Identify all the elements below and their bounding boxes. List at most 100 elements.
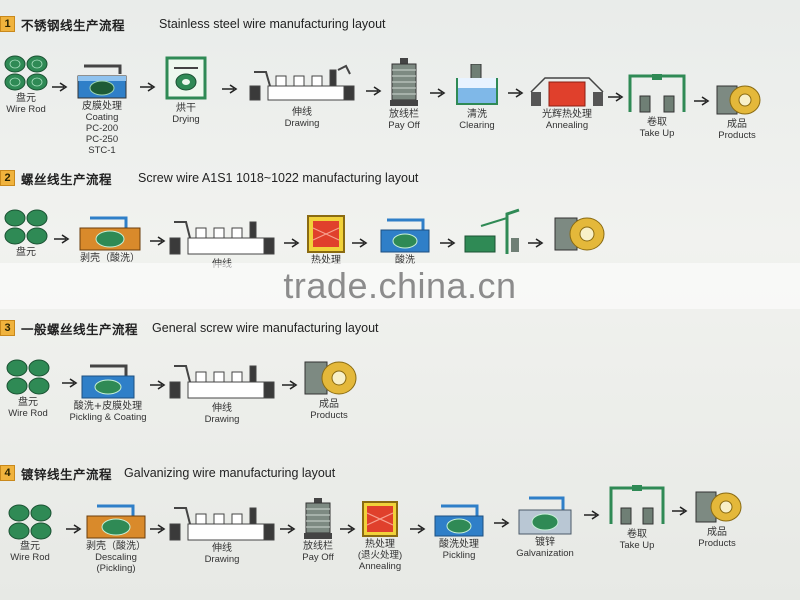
arrow-icon xyxy=(150,524,166,534)
step-take-up: 卷取 Take Up xyxy=(606,484,668,551)
product-coil-icon xyxy=(716,85,761,115)
step-products: 成品 Products xyxy=(298,358,360,421)
section-title-zh: 一般螺丝线生产流程 xyxy=(21,321,139,337)
step-label-en: Descaling xyxy=(95,552,137,563)
annealing-furnace-icon xyxy=(307,215,345,253)
section-1-header: 1 不锈钢线生产流程 Stainless steel wire manufact… xyxy=(0,14,386,34)
payoff-stand-icon xyxy=(304,498,332,539)
step-label-en: Products xyxy=(718,130,756,141)
drawing-machine-icon xyxy=(249,64,355,101)
step-label-en: Take Up xyxy=(639,128,675,139)
step-label-zh: 清洗 xyxy=(467,109,487,120)
step-label-en-2: (Pickling) xyxy=(96,563,136,574)
step-label-zh: 酸洗 xyxy=(395,255,415,266)
crane-line-icon xyxy=(464,208,520,254)
step-drying: 烘干 Drying xyxy=(160,56,212,125)
step-products xyxy=(548,214,608,255)
step-extra-line: PC-200 xyxy=(85,123,119,134)
step-label-zh: 伸线 xyxy=(212,543,232,554)
step-label-zh: 放线栏 xyxy=(389,109,419,120)
step-label-zh: 剥壳（酸洗） xyxy=(80,253,140,264)
step-label-zh: 成品 xyxy=(727,119,747,130)
arrow-icon xyxy=(52,82,68,92)
step-pay-off: 放线栏 Pay Off xyxy=(384,58,424,131)
step-label-en: Take Up xyxy=(619,540,655,551)
step-galvanization: 镀锌 Galvanization xyxy=(512,496,578,559)
step-heat-treatment: 热处理 (退火处理) Annealing xyxy=(354,500,406,572)
section-number-badge: 1 xyxy=(0,16,15,32)
step-label-zh: 酸洗+皮膜处理 xyxy=(73,401,143,412)
step-label-zh: 盘元 xyxy=(16,93,36,104)
step-descaling: 剥壳（酸洗） xyxy=(74,216,146,264)
step-drawing: 伸线 Drawing xyxy=(166,504,278,565)
arrow-icon xyxy=(352,238,368,248)
step-wire-rod: 盘元 xyxy=(0,208,52,258)
arrow-icon xyxy=(494,518,510,528)
step-wire-rod: 盘元 Wire Rod xyxy=(2,358,54,419)
step-wire-rod: 盘元 Wire Rod xyxy=(4,504,56,563)
step-label-en: Annealing xyxy=(545,120,589,131)
wire-rod-coils-icon xyxy=(4,55,48,91)
section-title-en: Stainless steel wire manufacturing layou… xyxy=(159,17,386,31)
arrow-icon xyxy=(62,378,78,388)
arrow-icon xyxy=(440,238,456,248)
step-label-en: Galvanization xyxy=(516,548,574,559)
arrow-icon xyxy=(340,524,356,534)
step-pickling-coating: 酸洗+皮膜处理 Pickling & Coating xyxy=(62,364,154,423)
wire-rod-coils-icon xyxy=(8,504,52,540)
arrow-icon xyxy=(410,524,426,534)
payoff-stand-icon xyxy=(390,58,418,106)
step-label-en: Products xyxy=(698,538,736,549)
step-label-zh: 烘干 xyxy=(176,103,196,114)
cleaning-tank-icon xyxy=(456,64,498,105)
step-label-zh: 剥壳（酸洗） xyxy=(86,541,146,552)
product-coil-icon xyxy=(304,361,357,395)
section-title-zh: 不锈钢线生产流程 xyxy=(21,17,126,33)
annealing-furnace-icon xyxy=(530,77,604,107)
pickling-tank-icon xyxy=(380,218,430,253)
step-label-zh: 放线栏 xyxy=(303,541,333,552)
step-label-en: Pay Off xyxy=(302,552,334,563)
step-label-en: Products xyxy=(310,410,348,421)
wire-rod-coils-icon xyxy=(4,209,48,245)
section-number-badge: 4 xyxy=(0,465,15,481)
arrow-icon xyxy=(366,86,382,96)
step-pay-off: 放线栏 Pay Off xyxy=(298,498,338,563)
step-label-en: Pay Off xyxy=(388,120,420,131)
step-pickling: 酸洗 xyxy=(376,218,434,266)
product-coil-icon xyxy=(695,491,742,523)
step-heat-treatment: 热处理 xyxy=(304,214,348,266)
section-number-badge: 2 xyxy=(0,170,15,186)
annealing-furnace-icon xyxy=(362,501,398,537)
step-clearing: 清洗 Clearing xyxy=(452,64,502,131)
step-label-en: Wire Rod xyxy=(8,408,48,419)
arrow-icon xyxy=(280,524,296,534)
step-pickling: 酸洗处理 Pickling xyxy=(430,504,488,561)
section-title-en: General screw wire manufacturing layout xyxy=(152,321,379,335)
section-title-en: Screw wire A1S1 1018~1022 manufacturing … xyxy=(138,171,419,185)
step-extra-line: STC-1 xyxy=(88,145,116,156)
step-label-en: (退火处理) xyxy=(357,550,403,561)
step-label-zh: 成品 xyxy=(707,527,727,538)
take-up-machine-icon xyxy=(609,485,665,525)
step-label-en: Wire Rod xyxy=(10,552,50,563)
step-annealing: 光辉热处理 Annealing xyxy=(528,72,606,131)
step-label-en-2: Annealing xyxy=(358,561,402,572)
arrow-icon xyxy=(140,82,156,92)
step-label-en: Pickling xyxy=(442,550,476,561)
arrow-icon xyxy=(608,92,624,102)
descaling-tank-icon xyxy=(86,504,146,539)
step-crane-line xyxy=(460,208,524,257)
step-label-en: Drawing xyxy=(204,554,240,565)
step-drawing: 伸线 xyxy=(166,218,278,270)
step-label-zh: 镀锌 xyxy=(535,537,555,548)
section-3-header: 3 一般螺丝线生产流程 General screw wire manufactu… xyxy=(0,318,379,338)
arrow-icon xyxy=(584,510,600,520)
step-label-zh: 酸洗处理 xyxy=(439,539,479,550)
coating-tank-icon xyxy=(77,64,127,99)
arrow-icon xyxy=(672,506,688,516)
step-label-zh: 成品 xyxy=(319,399,339,410)
drawing-machine-icon xyxy=(169,221,275,255)
step-label-zh: 卷取 xyxy=(627,529,647,540)
pickling-tank-icon xyxy=(434,504,484,537)
